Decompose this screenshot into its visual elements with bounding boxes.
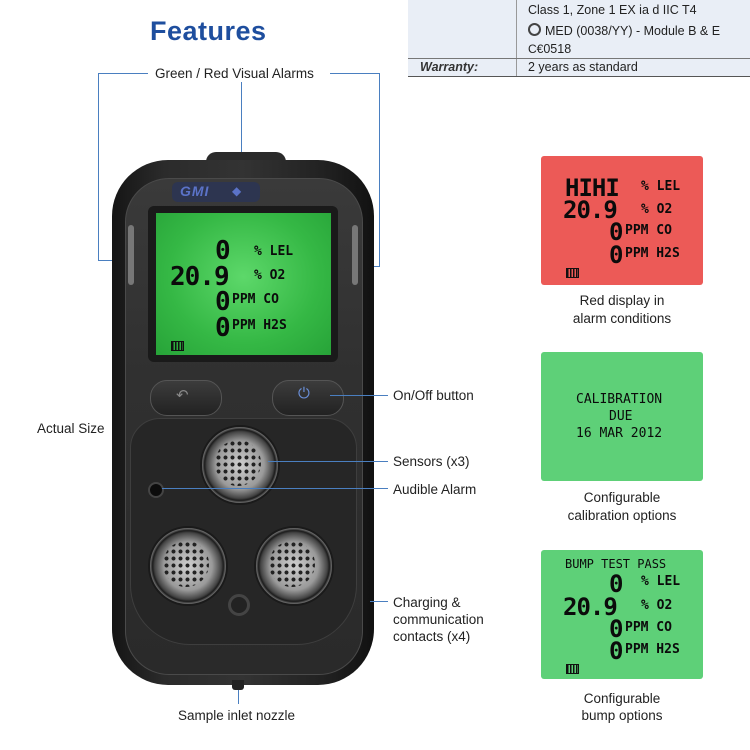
spec-table-divider [516, 0, 517, 76]
calibration-line-2: DUE [609, 409, 633, 424]
main-lel-unit: % LEL [254, 244, 294, 259]
main-h2s-value: 0 [215, 313, 231, 343]
ship-wheel-icon [528, 23, 541, 36]
callout-line [379, 73, 380, 267]
red-hihi: HIHI [565, 174, 620, 202]
red-h2s-value: 0 [609, 241, 623, 269]
sensor-top [200, 425, 280, 505]
bump-h2s-value: 0 [609, 637, 623, 665]
calibration-line-3: 16 MAR 2012 [576, 426, 663, 441]
visual-alarm-left [128, 225, 134, 285]
callout-audible: Audible Alarm [393, 482, 477, 497]
callout-line [98, 73, 148, 74]
callout-line [330, 395, 388, 396]
bump-o2-unit: % O2 [641, 598, 673, 613]
bump-caption-2: bump options [581, 708, 663, 723]
callout-line [370, 601, 388, 602]
bump-o2-value: 20.9 [563, 593, 618, 621]
red-caption-2: alarm conditions [572, 311, 672, 326]
main-o2-unit: % O2 [254, 268, 286, 283]
bump-co-unit: PPM CO [625, 620, 672, 635]
bump-test-display [541, 550, 703, 679]
callout-line [98, 73, 99, 261]
sensor-grille [269, 541, 315, 587]
spec-ce-number: 0518 [543, 42, 572, 56]
red-o2-unit: % O2 [641, 202, 673, 217]
bump-lel-value: 0 [609, 570, 623, 598]
callout-sensors: Sensors (x3) [393, 454, 470, 469]
calibration-caption-1: Configurable [583, 490, 661, 505]
audible-alarm-port [148, 482, 164, 498]
red-co-value: 0 [609, 218, 623, 246]
menu-icon: ↶ [176, 387, 189, 404]
spec-table [408, 0, 750, 77]
bump-lel-unit: % LEL [641, 574, 681, 589]
power-button[interactable] [272, 380, 344, 416]
red-alarm-display [541, 156, 703, 285]
main-o2-value: 20.9 [170, 262, 230, 292]
menu-button[interactable] [150, 380, 222, 416]
callout-line [238, 690, 239, 704]
bump-co-value: 0 [609, 615, 623, 643]
warranty-value: 2 years as standard [528, 60, 638, 74]
main-lel-value: 0 [215, 236, 231, 266]
callout-line [241, 82, 242, 156]
calibration-line-1: CALIBRATION [576, 392, 663, 407]
callout-charging-2: communication [393, 612, 484, 627]
callout-charging-3: contacts (x4) [393, 629, 471, 644]
callout-actual-size: Actual Size [37, 421, 105, 436]
page-title: Features [150, 16, 267, 46]
main-co-unit: PPM CO [232, 292, 279, 307]
callout-charging-1: Charging & [393, 595, 461, 610]
battery-icon [171, 341, 184, 351]
spec-ce-line: C€0518 [528, 42, 571, 56]
callout-nozzle: Sample inlet nozzle [178, 708, 296, 723]
logo-mark-icon: ◆ [232, 184, 242, 198]
red-h2s-unit: PPM H2S [625, 246, 680, 261]
spec-med-line: MED (0038/YY) - Module B & E [528, 23, 720, 38]
callout-line [162, 488, 388, 489]
spec-med-text: MED (0038/YY) - Module B & E [545, 24, 721, 38]
callout-line [268, 461, 388, 462]
red-caption-1: Red display in [579, 293, 665, 308]
ce-mark: C€ [528, 42, 544, 56]
main-h2s-unit: PPM H2S [232, 318, 287, 333]
red-lel-unit: % LEL [641, 179, 681, 194]
power-icon: ⏻ [298, 385, 310, 402]
callout-visual-alarms: Green / Red Visual Alarms [155, 66, 314, 81]
spec-table-separator [408, 58, 750, 59]
gmi-logo: GMI [180, 183, 210, 199]
battery-icon [566, 664, 579, 674]
sensor-grille [163, 541, 209, 587]
callout-line [330, 73, 380, 74]
main-display [156, 213, 331, 355]
visual-alarm-right [352, 225, 358, 285]
calibration-display [541, 352, 703, 481]
sensor-grille [215, 440, 261, 486]
main-co-value: 0 [215, 287, 231, 317]
battery-icon [566, 268, 579, 278]
bump-caption-1: Configurable [583, 691, 661, 706]
bump-header: BUMP TEST PASS [565, 557, 667, 571]
bump-h2s-unit: PPM H2S [625, 642, 680, 657]
red-co-unit: PPM CO [625, 223, 672, 238]
red-o2-value: 20.9 [563, 196, 618, 224]
callout-on-off: On/Off button [393, 388, 474, 403]
logo-plate [172, 182, 260, 202]
spec-zone-rating: Class 1, Zone 1 EX ia d IIC T4 [528, 3, 697, 17]
warranty-label: Warranty: [420, 60, 479, 74]
calibration-caption-2: calibration options [567, 508, 677, 523]
sample-inlet-nozzle [232, 680, 244, 690]
charging-contact [228, 594, 250, 616]
